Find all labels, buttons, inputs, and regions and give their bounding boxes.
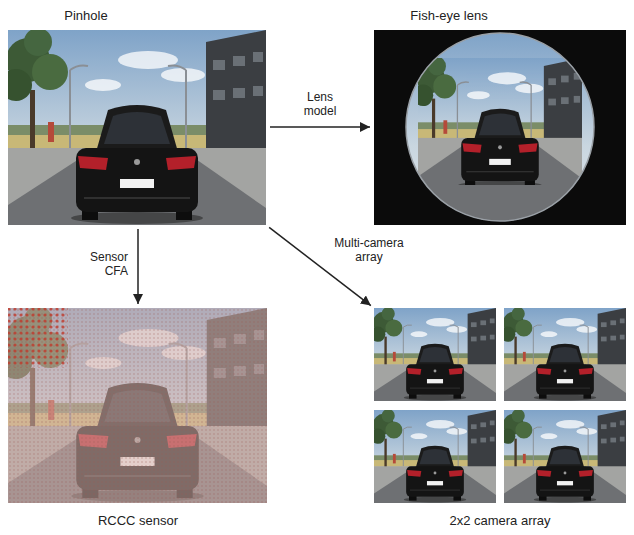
rccc-tint [8, 308, 267, 503]
arrow-connector [137, 229, 139, 304]
rccc-image [0, 306, 267, 503]
arrow-connector [270, 126, 370, 128]
sensor-panel: RCCC sensor [8, 308, 267, 530]
edge-label: Lens model [290, 90, 350, 118]
array-image [500, 307, 626, 401]
fisheye-panel: Fish-eye lens [374, 6, 626, 225]
rccc-mosaic [8, 308, 267, 503]
camera-array-panel: 2x2 camera array [374, 308, 626, 530]
fisheye-scene [413, 57, 582, 190]
edge-label: Sensor CFA [66, 250, 128, 278]
pinhole-image [0, 28, 266, 225]
panel-title: 2x2 camera array [449, 513, 550, 529]
fisheye-road [406, 185, 594, 225]
array-image [370, 307, 496, 401]
panel-title: RCCC sensor [98, 513, 178, 529]
pinhole-panel: Pinhole [8, 6, 266, 225]
edge-label: Multi-camera array [326, 236, 412, 264]
panel-title: Fish-eye lens [410, 8, 487, 24]
arrow-connector [269, 227, 371, 305]
array-image [370, 409, 496, 503]
fisheye-rim [406, 33, 594, 221]
rccc-cfa-detail [8, 308, 68, 368]
array-image [500, 409, 626, 503]
fisheye-background [374, 30, 626, 225]
fisheye-view [406, 33, 594, 225]
panel-title: Pinhole [64, 8, 107, 24]
